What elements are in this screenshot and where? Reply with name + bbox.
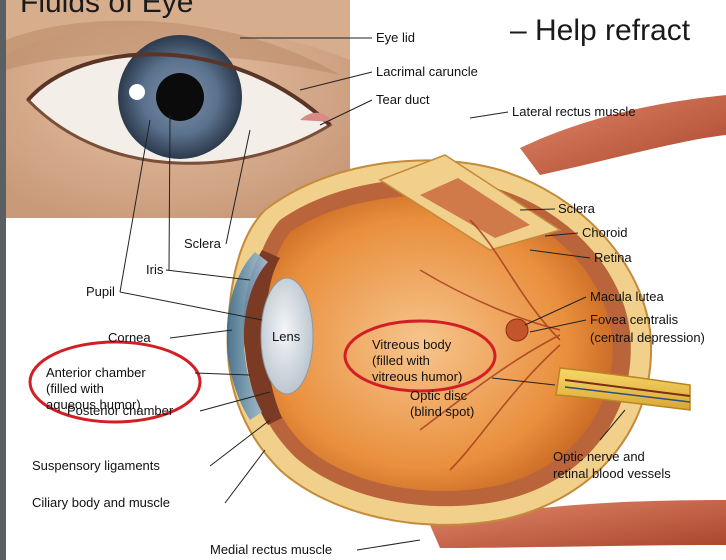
label-choroid: Choroid xyxy=(582,225,628,240)
label-optic-disc-1: Optic disc xyxy=(410,388,468,403)
label-posterior-chamber: Posterior chamber xyxy=(67,403,174,418)
label-cornea: Cornea xyxy=(108,330,151,345)
bullet-text: – Help refract xyxy=(510,14,691,47)
external-eye-illustration xyxy=(6,0,350,218)
label-iris: Iris xyxy=(146,262,164,277)
label-optic-nerve-1: Optic nerve and xyxy=(553,449,645,464)
label-vitreous-3: vitreous humor) xyxy=(372,369,462,384)
label-fovea-1: Fovea centralis xyxy=(590,312,679,327)
label-lens: Lens xyxy=(272,329,301,344)
label-lateral-rectus: Lateral rectus muscle xyxy=(512,104,636,119)
eye-highlight-icon xyxy=(129,84,145,100)
label-lacrimal-caruncle: Lacrimal caruncle xyxy=(376,64,478,79)
label-sclera-outer: Sclera xyxy=(558,201,596,216)
label-eye-lid: Eye lid xyxy=(376,30,415,45)
macula-icon xyxy=(506,319,528,341)
label-tear-duct: Tear duct xyxy=(376,92,430,107)
label-anterior-1: Anterior chamber xyxy=(46,365,146,380)
label-anterior-2: (filled with xyxy=(46,381,104,396)
label-sclera-inner: Sclera xyxy=(184,236,222,251)
label-optic-nerve-2: retinal blood vessels xyxy=(553,466,671,481)
label-pupil: Pupil xyxy=(86,284,115,299)
label-medial-rectus: Medial rectus muscle xyxy=(210,542,332,557)
pupil-icon xyxy=(156,73,204,121)
page-title: Fluids of Eye xyxy=(20,0,193,19)
label-macula-lutea: Macula lutea xyxy=(590,289,664,304)
label-vitreous-1: Vitreous body xyxy=(372,337,452,352)
label-fovea-2: (central depression) xyxy=(590,330,705,345)
label-optic-disc-2: (blind spot) xyxy=(410,404,474,419)
label-retina: Retina xyxy=(594,250,632,265)
label-vitreous-2: (filled with xyxy=(372,353,430,368)
label-ciliary: Ciliary body and muscle xyxy=(32,495,170,510)
label-suspensory: Suspensory ligaments xyxy=(32,458,160,473)
